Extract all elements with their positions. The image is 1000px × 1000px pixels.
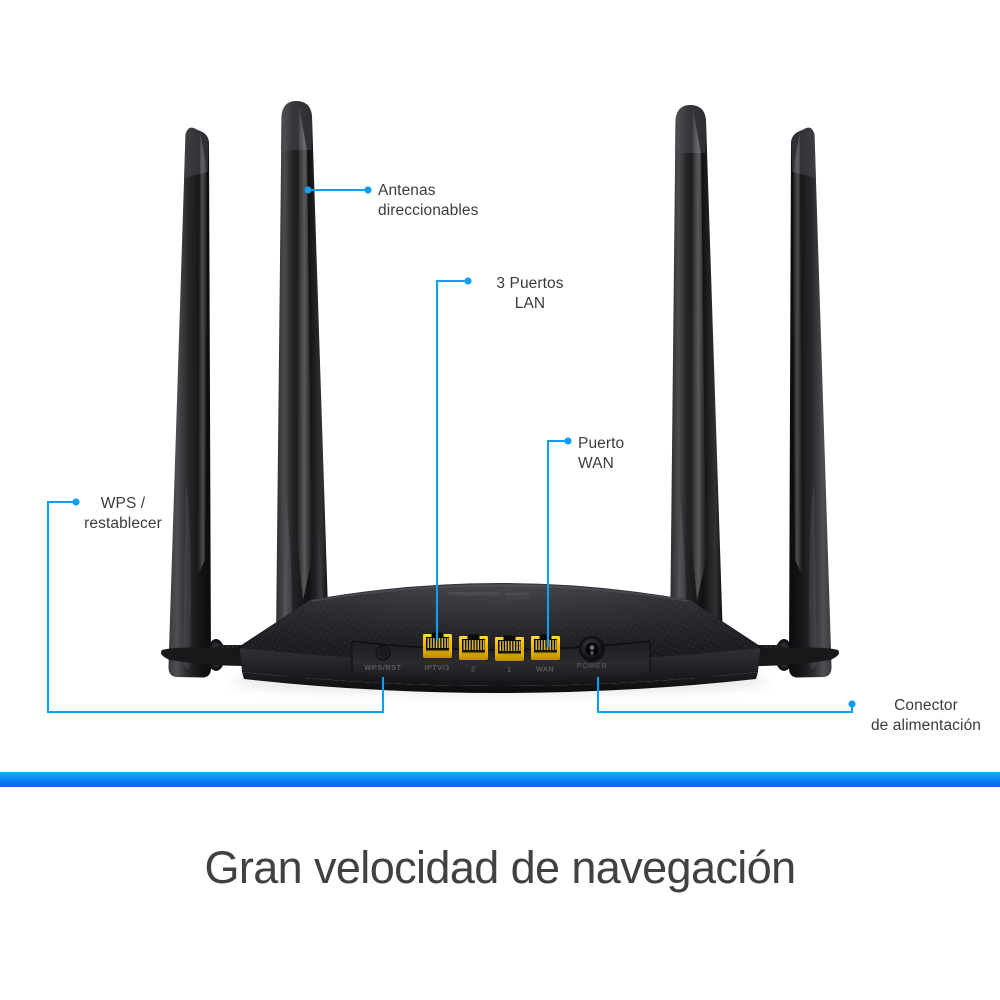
lan-port-label-2: 2 [471, 665, 475, 674]
caption-headline: Gran velocidad de navegación [204, 842, 796, 893]
antenna-left-inner [275, 101, 330, 678]
wps-reset-button[interactable] [375, 645, 391, 661]
blue-divider-bar [0, 772, 1000, 787]
callout-label-wps: WPS / restablecer [84, 495, 162, 533]
wan-port-label: WAN [536, 665, 554, 674]
power-jack[interactable] [579, 636, 605, 662]
lan-port-2[interactable] [459, 634, 488, 661]
lan-port-1[interactable] [495, 635, 524, 662]
antenna-group-right [669, 105, 832, 678]
antenna-right-inner [669, 105, 724, 678]
wan-port[interactable] [531, 634, 560, 661]
wps-reset-port-label: WPS/RST [364, 663, 401, 672]
callout-label-antenas: Antenas direccionables [378, 182, 479, 220]
antenna-group-left [168, 101, 330, 678]
callout-label-power: Conector de alimentación [870, 697, 982, 735]
antenna-right-outer [789, 127, 832, 678]
router-body: WPS/RST IPTV/3 [161, 583, 839, 694]
lan-port-iptv3[interactable] [423, 632, 452, 659]
callout-label-wan: Puerto WAN [578, 435, 625, 473]
lan-port-label-iptv3: IPTV/3 [425, 663, 450, 672]
power-port-label: POWER [577, 661, 607, 670]
lan-port-label-1: 1 [507, 665, 511, 674]
antenna-left-outer [168, 127, 211, 678]
callout-label-lan: 3 Puertos LAN [496, 275, 564, 313]
